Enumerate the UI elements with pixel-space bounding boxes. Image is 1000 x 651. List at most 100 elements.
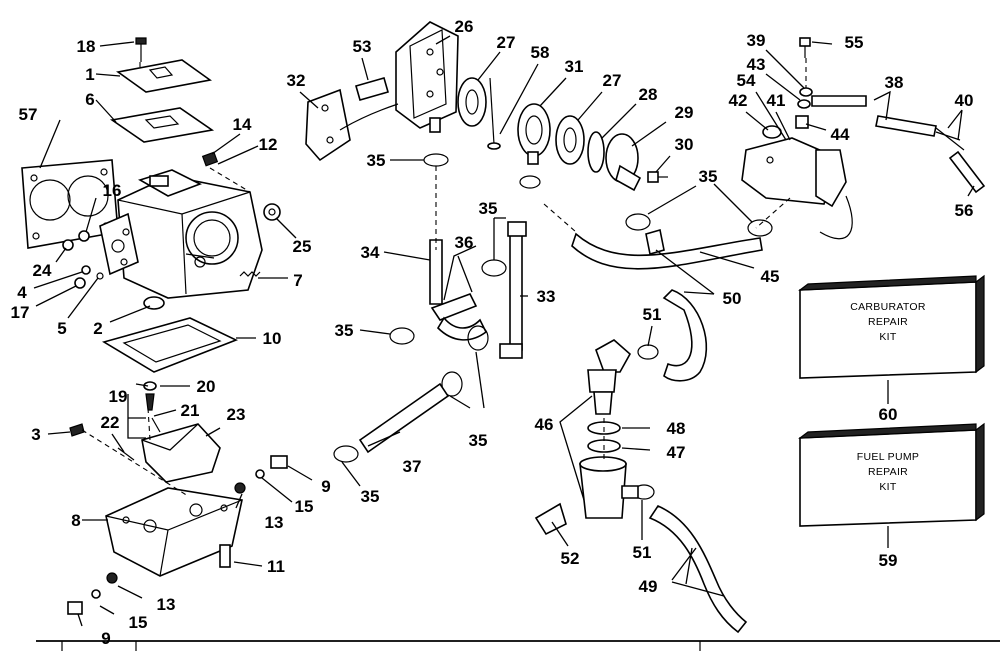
callout-27-left: 27 [497, 33, 516, 52]
callout-13-lower: 13 [157, 595, 176, 614]
callout-46: 46 [535, 415, 554, 434]
callout-37: 37 [403, 457, 422, 476]
callout-35-filter-tube: 35 [479, 199, 498, 218]
part-49-hose [648, 504, 748, 634]
callout-40: 40 [955, 91, 974, 110]
callout-51-upper: 51 [643, 305, 662, 324]
callout-56: 56 [955, 201, 974, 220]
bottom-border [36, 640, 1000, 651]
carburetor-assembly [21, 37, 288, 615]
callout-55: 55 [845, 33, 864, 52]
part-46-filter-element [593, 391, 613, 415]
callout-42: 42 [729, 91, 748, 110]
callout-16: 16 [103, 181, 122, 200]
part-50-hose [662, 289, 708, 382]
callout-2: 2 [93, 319, 102, 338]
callout-15-lower: 15 [129, 613, 148, 632]
callout-52: 52 [561, 549, 580, 568]
callout-20: 20 [197, 377, 216, 396]
callout-44: 44 [831, 125, 850, 144]
callout-23: 23 [227, 405, 246, 424]
callout-6: 6 [85, 90, 94, 109]
callout-27-right: 27 [603, 71, 622, 90]
callout-31: 31 [565, 57, 584, 76]
carburator-kit-line3: KIT [879, 331, 897, 343]
callout-58: 58 [531, 43, 550, 62]
part-10-bowl-gasket [101, 317, 239, 373]
callout-36: 36 [455, 233, 474, 252]
callout-54: 54 [737, 71, 756, 90]
callout-7: 7 [293, 271, 302, 290]
part-23-float [141, 423, 221, 483]
part-8-float-bowl [105, 487, 243, 577]
callout-33: 33 [537, 287, 556, 306]
callout-57: 57 [19, 105, 38, 124]
callout-60: 60 [879, 405, 898, 424]
fuel-filter-assembly [534, 339, 748, 634]
part-33-fuel-line [509, 231, 523, 351]
callout-32: 32 [287, 71, 306, 90]
callout-26: 26 [455, 17, 474, 36]
callout-48: 48 [667, 419, 686, 438]
callout-8: 8 [71, 511, 80, 530]
fuel-pump-kit-line3: KIT [879, 481, 897, 493]
primer-solenoid-assembly [741, 37, 986, 240]
part-filter-bowl [579, 463, 627, 519]
part-37-hose [358, 382, 450, 454]
callout-29: 29 [675, 103, 694, 122]
callout-53: 53 [353, 37, 372, 56]
callout-21: 21 [181, 401, 200, 420]
callout-15-upper: 15 [295, 497, 314, 516]
fuel-pump-repair-kit-box: FUEL PUMP REPAIR KIT [798, 422, 985, 527]
carburator-repair-kit-box: CARBURATOR REPAIR KIT [798, 274, 985, 379]
fuel-pump-assembly [305, 21, 668, 238]
callout-19: 19 [109, 387, 128, 406]
callout-35-pump: 35 [367, 151, 386, 170]
leader-lines [33, 35, 975, 627]
callout-5: 5 [57, 319, 66, 338]
callout-9-upper: 9 [321, 477, 330, 496]
part-31-valve-body [517, 103, 551, 157]
part-41-bracket [741, 137, 839, 205]
part-27-diaphragm [457, 77, 487, 127]
carburator-kit-line1: CARBURATOR [850, 301, 926, 313]
part-6-cover-gasket [109, 107, 215, 143]
callout-3: 3 [31, 425, 40, 444]
callout-49: 49 [639, 577, 658, 596]
fuel-pump-kit-line1: FUEL PUMP [857, 451, 919, 463]
callout-25: 25 [293, 237, 312, 256]
callout-51-lower: 51 [633, 543, 652, 562]
callout-30: 30 [675, 135, 694, 154]
callout-59: 59 [879, 551, 898, 570]
callout-11: 11 [267, 557, 285, 576]
carburator-kit-line2: REPAIR [868, 316, 908, 328]
fuel-pump-kit-line2: REPAIR [868, 466, 908, 478]
primer-solenoid [815, 149, 847, 208]
callout-35-right: 35 [699, 167, 718, 186]
callout-43: 43 [747, 55, 766, 74]
callout-10: 10 [263, 329, 282, 348]
callout-4: 4 [17, 283, 27, 302]
callout-34: 34 [361, 243, 380, 262]
callout-14: 14 [233, 115, 252, 134]
part-32-pump-gasket [305, 88, 351, 162]
callout-18: 18 [77, 37, 96, 56]
fuel-hoses [333, 175, 773, 463]
callout-9-lower: 9 [101, 629, 110, 648]
callout-35-lower: 35 [469, 431, 488, 450]
callout-50: 50 [723, 289, 742, 308]
callout-35-mid: 35 [335, 321, 354, 340]
callout-13-upper: 13 [265, 513, 284, 532]
callout-12: 12 [259, 135, 278, 154]
callout-38: 38 [885, 73, 904, 92]
callout-47: 47 [667, 443, 686, 462]
callout-28: 28 [639, 85, 658, 104]
callout-22: 22 [101, 413, 120, 432]
callout-41: 41 [767, 91, 786, 110]
callout-39: 39 [747, 31, 766, 50]
callout-1: 1 [85, 65, 94, 84]
part-45-hose [571, 232, 763, 270]
callout-35-bottom: 35 [361, 487, 380, 506]
callout-numbers: 18 1 6 57 14 12 16 24 25 4 7 17 5 2 10 1… [11, 17, 974, 648]
